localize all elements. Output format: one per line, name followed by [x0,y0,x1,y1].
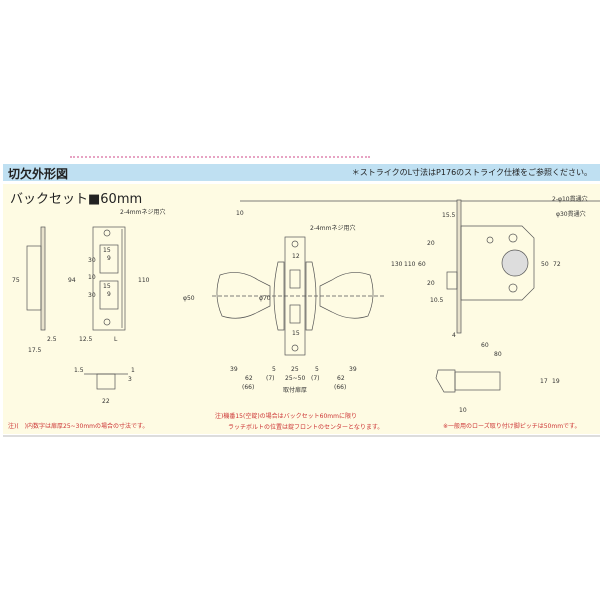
dim: 1.5 [74,367,84,374]
dim: 75 [12,277,20,284]
dim: (66) [334,384,346,391]
note-center-1: 注)機番15(空錠)の場合はバックセット60mmに限り [215,413,357,420]
dim: 39 [349,366,357,373]
dim: 9 [107,291,111,298]
door-thickness-label: 取付扉厚 [283,386,307,394]
dim: φ50 [183,295,195,302]
dim: 20 [427,240,435,247]
dim: 10.5 [430,297,444,304]
note-center-2: ラッチボルトの位置は錠フロントのセンターとなります。 [228,424,384,431]
dim: 5 [315,366,319,373]
dim: 20 [427,280,435,287]
header-note: ＊ストライクのL寸法はP176のストライク仕様をご参照ください。 [351,168,592,177]
dim: 15.5 [442,212,456,219]
dim: 30 [88,257,96,264]
dim: 9 [107,255,111,262]
knob-hole-label: 2-4mmネジ用穴 [310,224,356,232]
dim: 72 [553,261,561,268]
knob-assembly [212,200,600,356]
dim: 15 [103,247,111,254]
dim: 19 [552,378,560,385]
dim: 4 [452,332,456,339]
dim: 3 [128,376,132,383]
dim: 25 [291,366,299,373]
dim: 1 [131,367,135,374]
dim: 80 [494,351,502,358]
dim: 22 [102,398,110,405]
lock-case [435,199,535,393]
faded-text-line [70,156,370,161]
dim: 15 [103,283,111,290]
dim: 2.5 [47,336,57,343]
strike-side-view [26,226,46,331]
dim: 25~50 [285,375,305,382]
note-right: ※一般用のローズ取り付け脚ピッチは50mmです。 [443,423,581,430]
dim: 62 [337,375,345,382]
dim: 60 [481,342,489,349]
case-hole-label: 2-φ10貫通穴 [552,195,588,203]
dim: 39 [230,366,238,373]
dim: 15 [292,330,300,337]
dim: 130 [391,261,403,268]
strike-bottom-view [96,373,116,390]
dim: (66) [242,384,254,391]
dim: 17.5 [28,347,42,354]
dim: 17 [540,378,548,385]
dim: 110 [138,277,150,284]
note-left: 注)( )内数字は扉厚25~30mmの場合の寸法です。 [8,423,149,430]
strike-hole-label: 2-4mmネジ用穴 [120,208,166,216]
dim: 50 [541,261,549,268]
divider [3,435,600,437]
dim: (7) [266,375,275,382]
dim: (7) [311,375,320,382]
dim: 10 [236,210,244,217]
case-hole-label: φ30貫通穴 [556,210,586,218]
dim: 60 [418,261,426,268]
dim: 12 [292,253,300,260]
dim: φ70 [259,295,271,302]
dim: 10 [88,274,96,281]
dim: L [114,336,118,343]
dim: 110 [404,261,416,268]
dim: 12.5 [79,336,93,343]
section-title: 切欠外形図 [8,167,69,181]
backset-label: バックセット■60mm [10,192,143,207]
strike-front-view [92,226,126,331]
dim: 10 [459,407,467,414]
dim: 30 [88,292,96,299]
dim: 94 [68,277,76,284]
section-header: 切欠外形図 ＊ストライクのL寸法はP176のストライク仕様をご参照ください。 [3,164,600,181]
dim: 62 [245,375,253,382]
dim: 5 [272,366,276,373]
